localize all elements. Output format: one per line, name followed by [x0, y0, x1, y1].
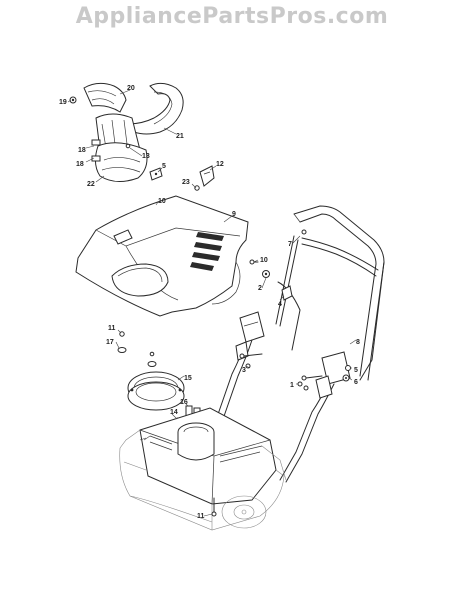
- part-13-pin[interactable]: [125, 143, 131, 149]
- callout-6: 6: [354, 379, 358, 386]
- callout-10: 10: [158, 198, 166, 205]
- callout-22: 22: [87, 181, 95, 188]
- part-5-clip-lower[interactable]: [345, 365, 351, 371]
- callout-12: 12: [216, 161, 224, 168]
- callout-7: 7: [288, 241, 292, 248]
- callout-5: 5: [354, 367, 358, 374]
- leader-lines: [67, 89, 357, 517]
- callout-15: 15: [184, 375, 192, 382]
- part-3-bolt-right[interactable]: [301, 375, 323, 381]
- part-17-washer[interactable]: [117, 347, 127, 353]
- callout-17: 17: [106, 339, 114, 346]
- part-7-upper-handle[interactable]: [275, 205, 385, 381]
- callout-9: 9: [232, 211, 236, 218]
- callout-5: 5: [162, 163, 166, 170]
- callout-16: 16: [180, 399, 188, 406]
- callout-18: 18: [78, 147, 86, 154]
- callout-11: 11: [197, 513, 205, 520]
- part-20-deflector[interactable]: [83, 82, 127, 113]
- callout-11: 11: [108, 325, 116, 332]
- callout-8: 8: [356, 339, 360, 346]
- site-watermark: AppliancePartsPros.com: [75, 4, 389, 29]
- part-lower-handle-left[interactable]: [195, 311, 265, 473]
- part-15-chute-ring[interactable]: [127, 371, 185, 411]
- callout-3: 3: [242, 367, 246, 374]
- callout-1: 1: [290, 382, 294, 389]
- part-3-bolt-left[interactable]: [239, 353, 263, 369]
- callout-labels: 20 19 21 18 18 13 22 5 12 23 10 9 7 10 2…: [59, 85, 360, 520]
- callout-23: 23: [182, 179, 190, 186]
- part-12-bracket[interactable]: [199, 165, 215, 187]
- part-6-knob[interactable]: [342, 374, 350, 382]
- part-washer-center[interactable]: [147, 351, 157, 367]
- callout-19: 19: [59, 99, 67, 106]
- part-23-screw[interactable]: [194, 185, 200, 191]
- part-main-housing[interactable]: [119, 407, 287, 531]
- part-9-top-cover[interactable]: [75, 195, 249, 317]
- callout-4: 4: [278, 301, 282, 308]
- callout-21: 21: [176, 133, 184, 140]
- callout-13: 13: [142, 153, 150, 160]
- callout-10: 10: [260, 257, 268, 264]
- callout-20: 20: [127, 85, 135, 92]
- callout-18: 18: [76, 161, 84, 168]
- part-19-knob[interactable]: [69, 96, 77, 104]
- callout-2: 2: [258, 285, 262, 292]
- part-1-bolt[interactable]: [297, 381, 309, 391]
- callout-14: 14: [170, 409, 178, 416]
- part-8-lower-handle-right[interactable]: [279, 261, 385, 483]
- part-2-knob[interactable]: [262, 270, 270, 278]
- frame-reference: [139, 437, 147, 441]
